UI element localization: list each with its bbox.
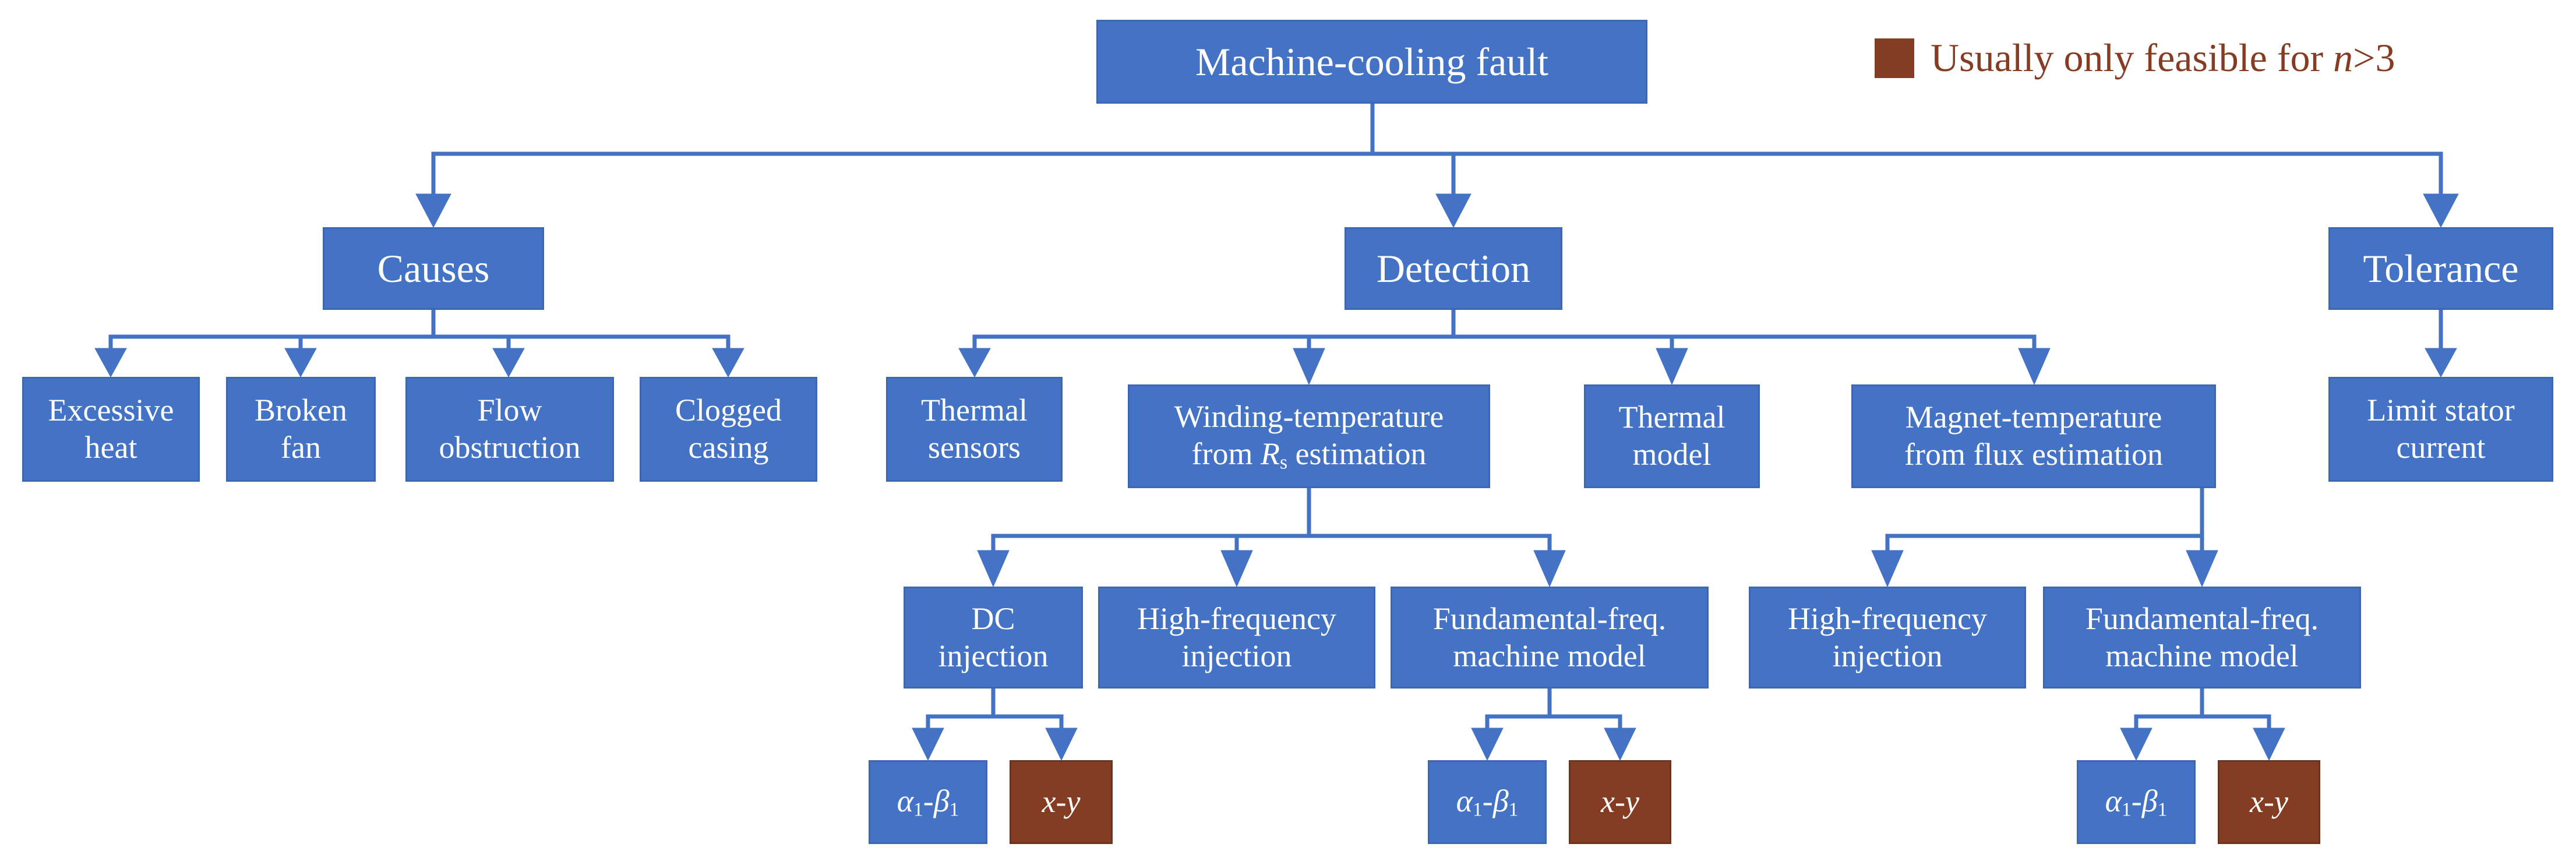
thermal-sensors-node: Thermal sensors [886,377,1063,482]
dc-injection-node: DC injection [904,587,1083,689]
detection-label: Detection [1376,246,1531,291]
dc-alpha-beta-leaf: α1-β1 [869,760,987,844]
tolerance-node: Tolerance [2328,227,2553,310]
winding-temperature-node: Winding-temperature from Rs estimation [1128,384,1490,488]
magnet-hf-injection-node: High-frequency injection [1749,587,2026,689]
legend-text: Usually only feasible for n>3 [1931,36,2395,80]
detection-node: Detection [1345,227,1562,310]
dc-x-y-leaf: x-y [1010,760,1113,844]
limit-stator-current-node: Limit stator current [2328,377,2553,482]
legend: Usually only feasible for n>3 [1875,35,2395,81]
cause-broken-fan-node: Broken fan [226,377,376,482]
tolerance-label: Tolerance [2363,246,2519,291]
causes-node: Causes [323,227,544,310]
cause-flow-obstruction-node: Flow obstruction [405,377,614,482]
magnet-ff-model-node: Fundamental-freq. machine model [2043,587,2361,689]
magnet-temperature-node: Magnet-temperature from flux estimation [1851,384,2216,488]
magnet-ff-x-y-leaf: x-y [2218,760,2320,844]
winding-ff-model-node: Fundamental-freq. machine model [1391,587,1709,689]
winding-ff-x-y-leaf: x-y [1569,760,1671,844]
legend-swatch [1875,38,1914,78]
winding-hf-injection-node: High-frequency injection [1098,587,1375,689]
root-label: Machine-cooling fault [1195,39,1549,84]
thermal-model-node: Thermal model [1584,384,1760,488]
winding-line2: from Rs estimation [1191,436,1427,474]
magnet-ff-alpha-beta-leaf: α1-β1 [2077,760,2196,844]
cause-clogged-casing-node: Clogged casing [640,377,817,482]
cause-excessive-heat-node: Excessive heat [22,377,200,482]
causes-label: Causes [377,246,490,291]
root-node: Machine-cooling fault [1096,20,1647,104]
winding-ff-alpha-beta-leaf: α1-β1 [1428,760,1547,844]
